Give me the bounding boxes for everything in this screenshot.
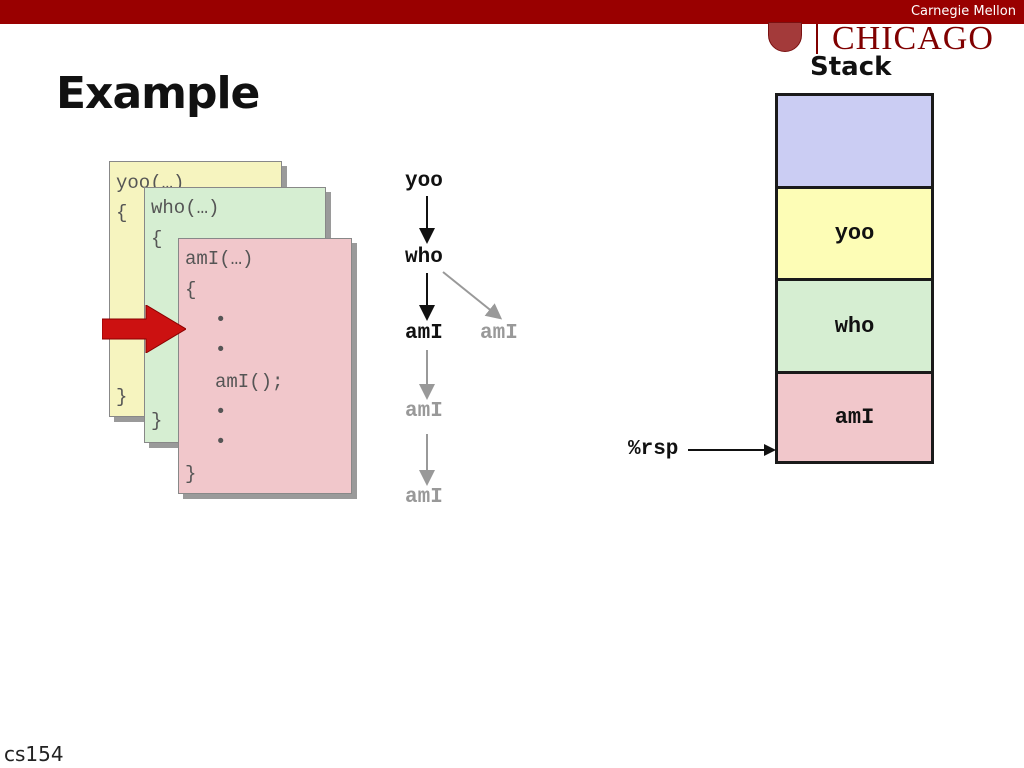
institution-label: Carnegie Mellon	[910, 4, 1016, 19]
stack-pointer-label: %rsp	[628, 438, 679, 461]
code-close-brace: }	[185, 463, 197, 485]
code-call: amI();	[215, 371, 284, 393]
code-bullet: •	[215, 309, 227, 331]
call-tree-edges	[419, 196, 503, 486]
stack-frame-yoo: yoo	[778, 189, 931, 281]
slide-title: Example	[56, 68, 260, 119]
stack-frame-ami: amI	[778, 374, 931, 461]
logo-text: CHICAGO	[832, 20, 994, 57]
crest-icon	[768, 22, 802, 52]
code-bullet: •	[215, 401, 227, 423]
code-card-ami: amI(…) { • • amI(); • • }	[178, 238, 352, 494]
stack-diagram: yoo who amI	[775, 93, 934, 464]
edge-who-ami-sibling	[442, 271, 503, 320]
call-tree-node-ami-depth4: amI	[405, 486, 443, 509]
code-open-brace: {	[185, 279, 197, 301]
header-bar: Carnegie Mellon	[0, 0, 1024, 24]
call-tree-node-yoo: yoo	[405, 170, 443, 193]
call-tree-node-ami-depth3: amI	[405, 400, 443, 423]
code-close-brace: }	[116, 386, 128, 408]
course-label: cs154	[4, 742, 64, 766]
code-header: amI(…)	[185, 248, 254, 270]
code-open-brace: {	[116, 202, 128, 224]
university-logo: CHICAGO	[766, 20, 1024, 57]
current-line-arrow-icon	[102, 305, 186, 353]
stack-title: Stack	[810, 52, 892, 82]
call-tree-node-ami-active: amI	[405, 322, 443, 345]
code-bullet: •	[215, 431, 227, 453]
call-tree-node-who: who	[405, 246, 443, 269]
code-bullet: •	[215, 339, 227, 361]
stack-frame-who: who	[778, 281, 931, 374]
stack-frame-top	[778, 96, 931, 189]
logo-divider	[816, 24, 818, 54]
code-close-brace: }	[151, 410, 163, 432]
code-open-brace: {	[151, 228, 163, 250]
stack-pointer-arrow-icon	[688, 444, 776, 456]
code-header: who(…)	[151, 197, 220, 219]
call-tree-node-ami-sibling: amI	[480, 322, 518, 345]
